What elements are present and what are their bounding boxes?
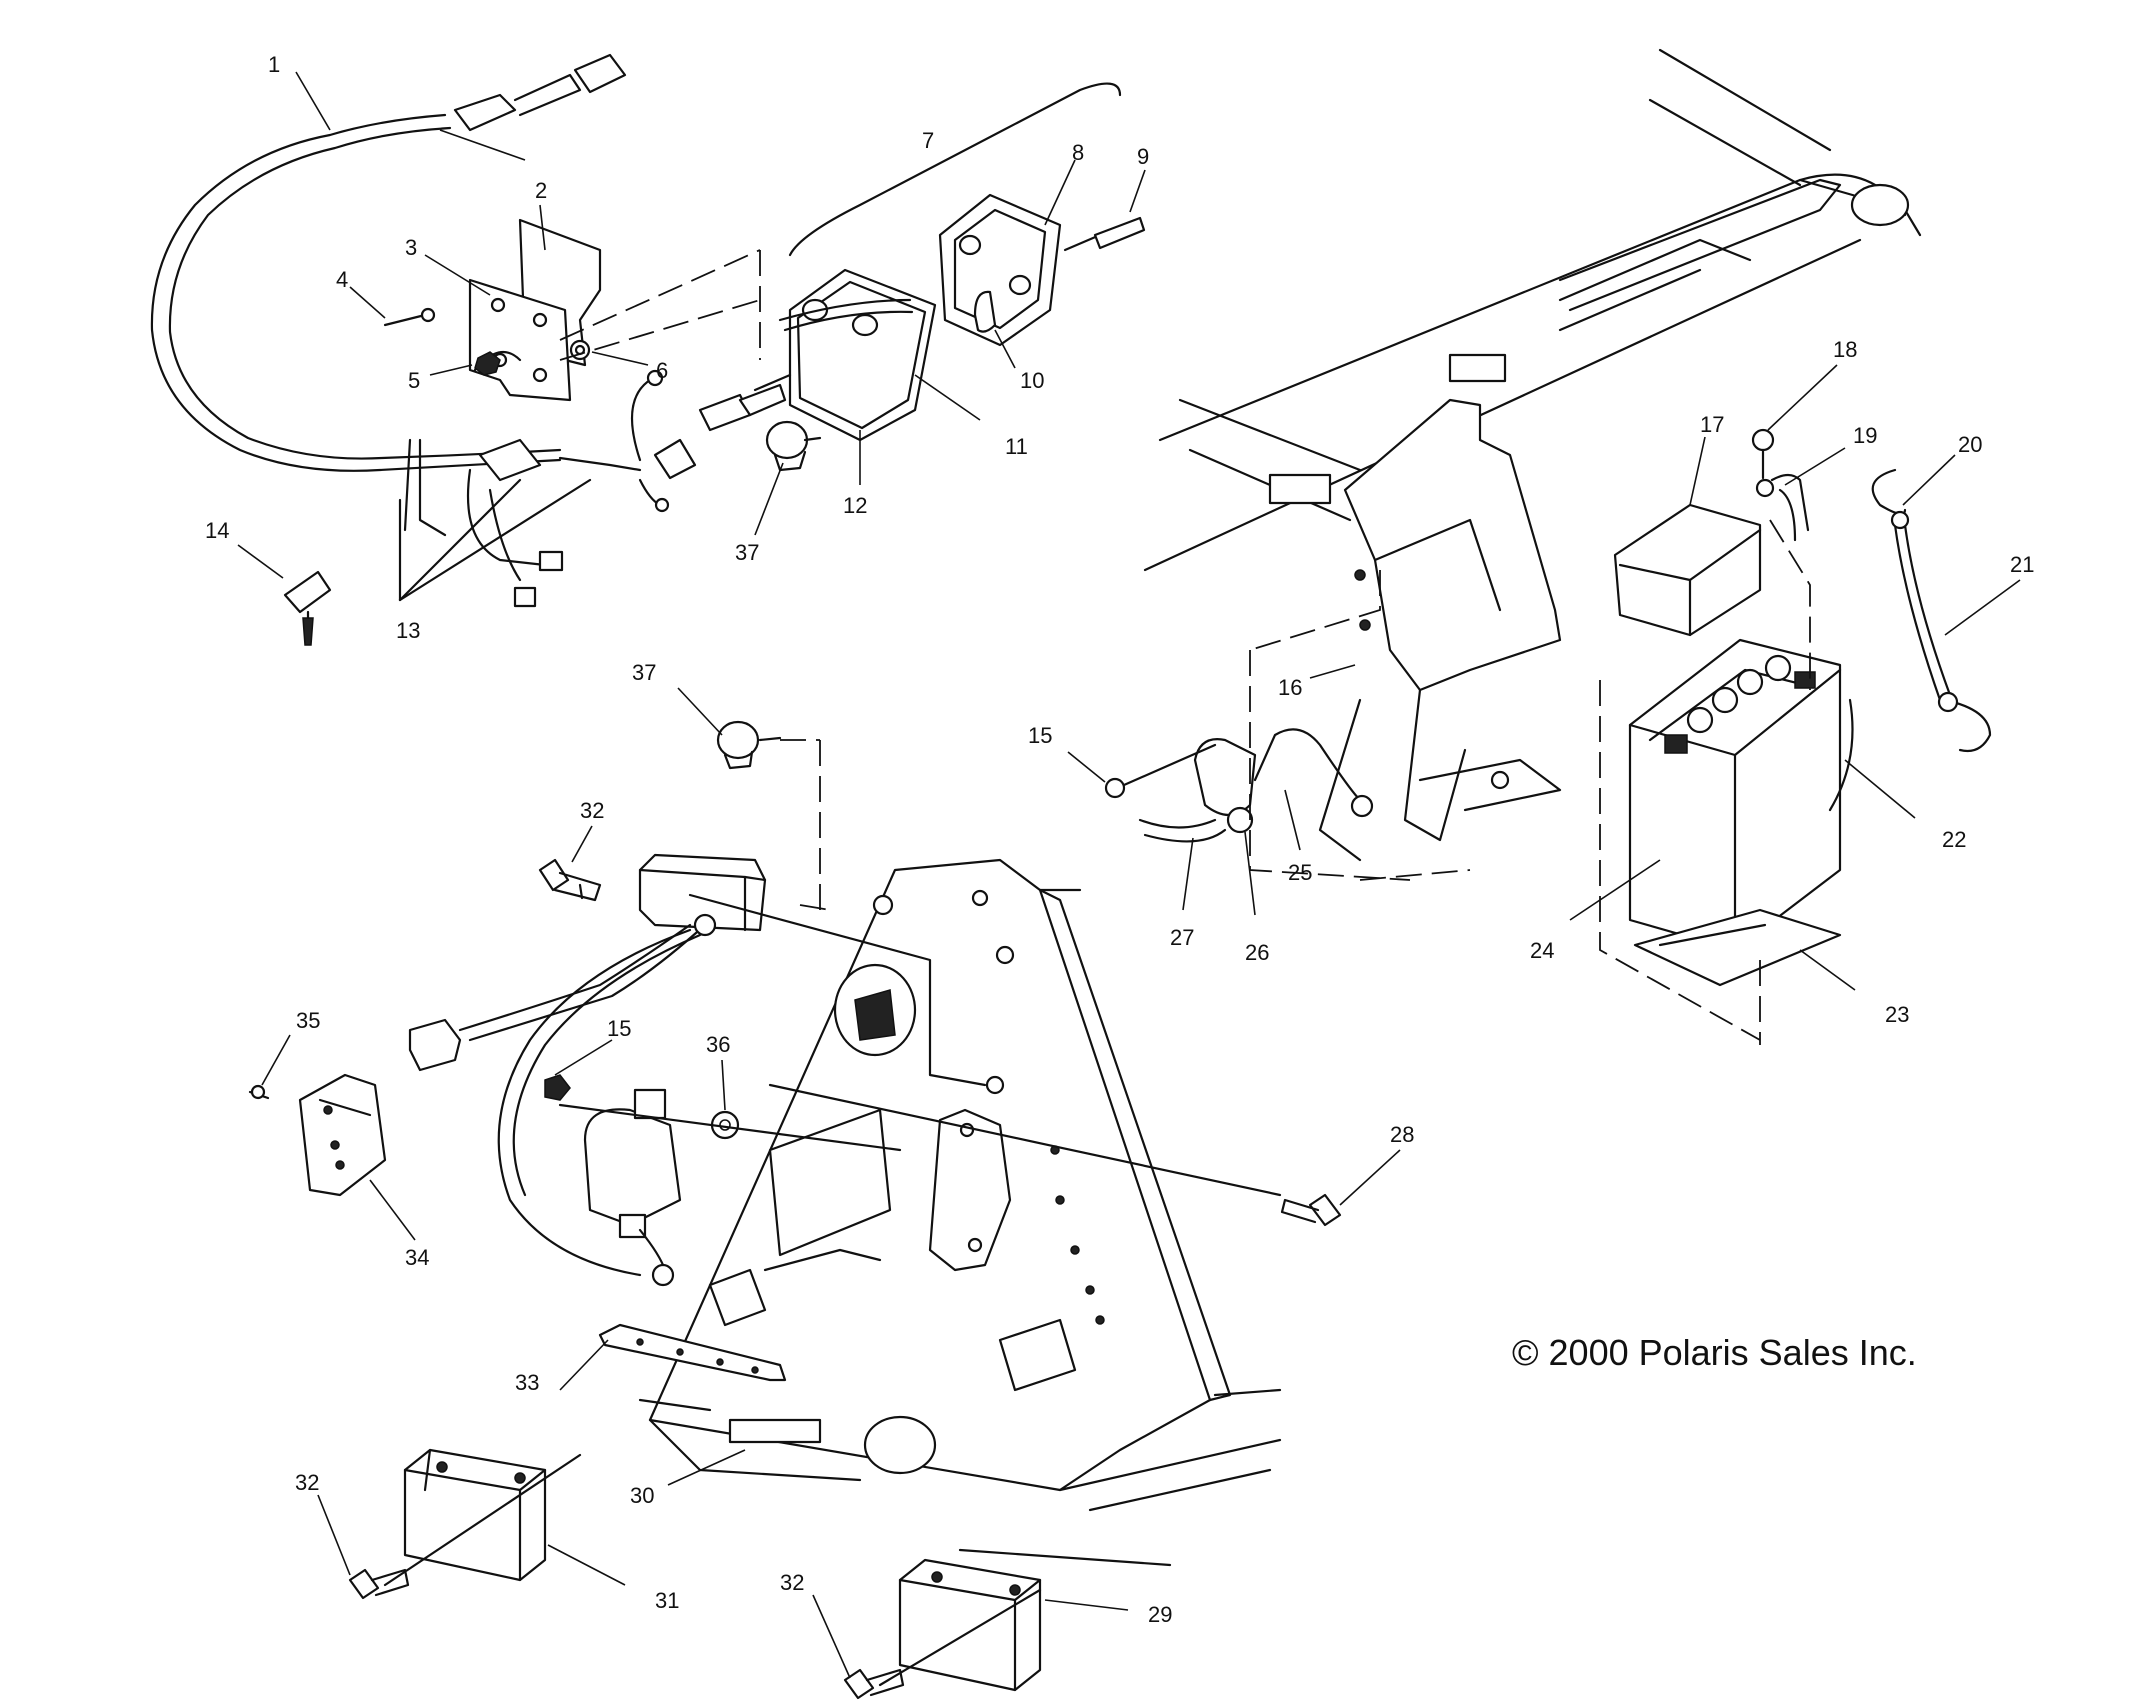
- strip-bracket: [598, 1323, 787, 1382]
- callout-2: 2: [535, 178, 547, 203]
- callout-6: 6: [656, 358, 668, 383]
- callout-9: 9: [1137, 144, 1149, 169]
- leader: [878, 1588, 1042, 1687]
- callout-29: 29: [1148, 1602, 1172, 1627]
- callout-13: 13: [396, 618, 420, 643]
- callout-25: 25: [1288, 860, 1312, 885]
- callout-24: 24: [1530, 938, 1554, 963]
- callout-11: 11: [1005, 434, 1028, 459]
- battery-strap: [1871, 468, 1992, 753]
- callout-10: 10: [1020, 368, 1044, 393]
- callout-7: 7: [922, 128, 934, 153]
- callout-23: 23: [1885, 1002, 1909, 1027]
- cdi-box: [408, 853, 767, 1277]
- callout-32-cdi: 32: [580, 798, 604, 823]
- leader: [958, 1548, 1172, 1567]
- callout-22: 22: [1942, 827, 1966, 852]
- bulb-socket: [765, 420, 822, 472]
- brace: [788, 82, 1122, 257]
- callout-34: 34: [405, 1245, 429, 1270]
- callout-28: 28: [1390, 1122, 1414, 1147]
- mounting-plate: [638, 858, 1282, 1512]
- callout-15: 15: [1028, 723, 1052, 748]
- callout-5: 5: [408, 368, 420, 393]
- callout-36: 36: [706, 1032, 730, 1057]
- callout-1: 1: [268, 52, 280, 77]
- cable-tie: [283, 570, 332, 646]
- callout-31: 31: [655, 1588, 679, 1613]
- leader: [383, 1453, 582, 1587]
- callouts: 1 2 3 4 5 6 7 8 9 10 11 12 13 14 15 16 1…: [205, 52, 2034, 1679]
- leader: [1249, 570, 1381, 651]
- frame-rail: [1143, 48, 1922, 572]
- leader: [1769, 519, 1811, 690]
- leader: [398, 478, 522, 602]
- callout-12: 12: [843, 493, 867, 518]
- bolt: [538, 858, 602, 902]
- callout-3: 3: [405, 235, 417, 260]
- leader: [559, 249, 761, 341]
- mount-block-right: [898, 1558, 1042, 1692]
- leader: [398, 478, 592, 602]
- lower-bolts: [348, 1568, 905, 1700]
- battery: [1628, 638, 1842, 952]
- callout-32-right: 32: [780, 1570, 804, 1595]
- leader: [1249, 650, 1411, 881]
- connector-plug: [698, 373, 792, 432]
- battery-tray: [1633, 908, 1842, 987]
- callout-16: 16: [1278, 675, 1302, 700]
- leader: [1599, 680, 1761, 1041]
- bolt-28: [1280, 1193, 1342, 1227]
- callout-19: 19: [1853, 423, 1877, 448]
- callout-27: 27: [1170, 925, 1194, 950]
- callout-15-lower: 15: [607, 1016, 631, 1041]
- battery-cable: [1751, 428, 1854, 812]
- mount-block-left: [403, 1448, 547, 1582]
- copyright-notice: © 2000 Polaris Sales Inc.: [1512, 1332, 1917, 1373]
- callout-32-left: 32: [295, 1470, 319, 1495]
- leader: [1359, 869, 1471, 881]
- callout-37-upper: 37: [735, 540, 759, 565]
- callout-30: 30: [630, 1483, 654, 1508]
- taillight-assembly: [778, 193, 1146, 442]
- callout-26: 26: [1245, 940, 1269, 965]
- leader: [688, 893, 987, 1087]
- callout-8: 8: [1072, 140, 1084, 165]
- leader: [558, 1103, 902, 1152]
- callout-21: 21: [2010, 552, 2034, 577]
- callout-33: 33: [515, 1370, 539, 1395]
- bulb-socket-lower: [716, 720, 782, 770]
- callout-18: 18: [1833, 337, 1857, 362]
- leader: [768, 1083, 1282, 1197]
- callout-35: 35: [296, 1008, 320, 1033]
- leader: [799, 904, 831, 911]
- battery-pad: [1613, 503, 1762, 637]
- callout-14: 14: [205, 518, 229, 543]
- wire-harness: [150, 53, 697, 608]
- ignition-coil: [544, 1074, 682, 1287]
- relay-plate: [248, 1073, 387, 1197]
- callout-4: 4: [336, 267, 348, 292]
- battery-bracket: [1318, 398, 1562, 862]
- callout-20: 20: [1958, 432, 1982, 457]
- callout-17: 17: [1700, 412, 1724, 437]
- regulator: [1104, 728, 1374, 843]
- callout-37-lower: 37: [632, 660, 656, 685]
